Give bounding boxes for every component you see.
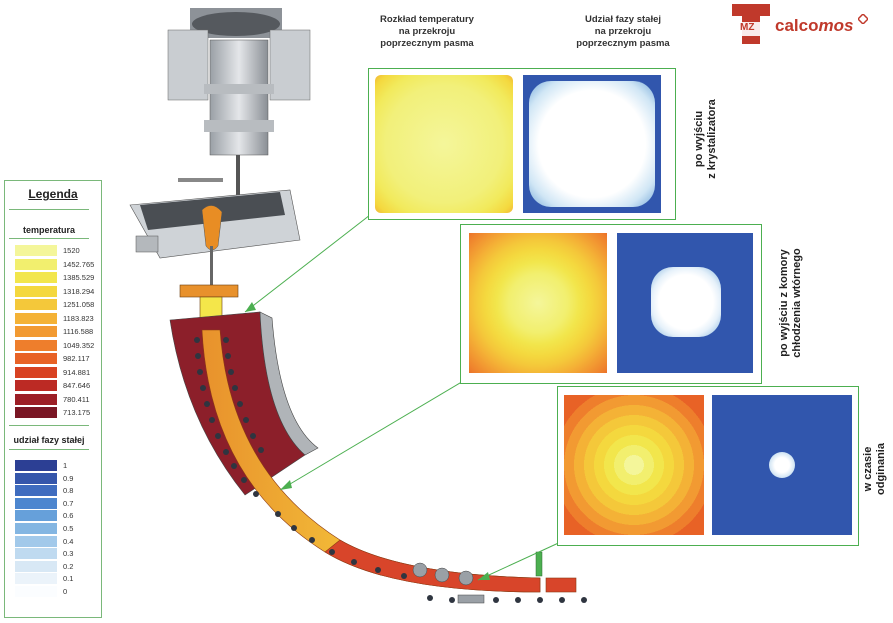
cut-billet-1 bbox=[545, 577, 577, 593]
solid-fraction-value-label: 0.5 bbox=[63, 524, 74, 533]
solid-fraction-value-label: 0.7 bbox=[63, 498, 74, 508]
panel-secondary-cooling-exit bbox=[460, 224, 762, 384]
solid-cross-section-3 bbox=[712, 395, 852, 535]
legend-title: Legenda bbox=[28, 187, 78, 201]
solid-fraction-swatch bbox=[15, 560, 57, 572]
temperature-swatch bbox=[15, 258, 57, 270]
solid-fraction-value-label: 0.4 bbox=[63, 536, 74, 546]
solid-fraction-swatch bbox=[15, 460, 57, 471]
solid-fraction-swatch bbox=[15, 523, 57, 534]
diamond-icon bbox=[858, 14, 868, 24]
solid-fraction-value-label: 0.3 bbox=[63, 549, 74, 559]
temp-cross-section-3 bbox=[564, 395, 704, 535]
temperature-swatch bbox=[15, 339, 57, 351]
temperature-swatch bbox=[15, 366, 57, 378]
temperature-value-label: 982.117 bbox=[63, 354, 90, 363]
temperature-swatch bbox=[15, 299, 57, 310]
calcomos-logo-mark bbox=[732, 4, 770, 44]
calcomos-logo-text: calcomos bbox=[775, 16, 854, 35]
solid-fraction-swatch bbox=[15, 510, 57, 522]
temperature-value-label: 847.646 bbox=[63, 381, 91, 390]
solid-fraction-swatch bbox=[15, 497, 57, 509]
solid-fraction-value-label: 0.6 bbox=[63, 511, 74, 521]
solid-fraction-value-label: 0.9 bbox=[63, 473, 74, 483]
solid-fraction-header: Udział fazy stałej na przekroju poprzecz… bbox=[576, 14, 670, 49]
temp-distribution-header: Rozkład temperatury na przekroju poprzec… bbox=[380, 14, 474, 49]
temperature-swatch bbox=[15, 245, 57, 256]
solid-fraction-value-label: 0.8 bbox=[63, 486, 74, 496]
withdrawal-units bbox=[412, 562, 485, 604]
temperature-swatch bbox=[15, 312, 57, 324]
tundish bbox=[129, 178, 301, 286]
temperature-legend-title: temperatura bbox=[22, 225, 76, 235]
solid-fraction-value-label: 0 bbox=[63, 587, 68, 596]
temperature-value-label: 1049.352 bbox=[63, 340, 95, 350]
temperature-value-label: 713.175 bbox=[63, 408, 91, 417]
temperature-value-label: 1318.294 bbox=[63, 286, 95, 296]
temperature-value-label: 1183.823 bbox=[63, 313, 94, 323]
solid-fraction-swatch bbox=[15, 573, 57, 585]
panel-label-secondary-cooling-exit: po wyjściu z komory chłodzenia wtórnego bbox=[778, 248, 803, 358]
rollers bbox=[194, 337, 587, 603]
solid-fraction-swatch bbox=[15, 586, 57, 597]
temperature-swatch bbox=[15, 353, 57, 364]
solid-fraction-value-label: 0.1 bbox=[63, 574, 74, 584]
solid-fraction-value-label: 0.2 bbox=[63, 561, 74, 571]
panel-mould-exit bbox=[368, 68, 676, 220]
logo-mark-letters: MZ bbox=[740, 22, 755, 33]
temperature-value-label: 1251.058 bbox=[63, 300, 95, 309]
temperature-swatch bbox=[15, 326, 57, 337]
solid-fraction-swatch bbox=[15, 472, 57, 484]
temperature-value-label: 1452.765 bbox=[63, 259, 95, 269]
solid-cross-section-1 bbox=[523, 75, 661, 213]
solid-fraction-swatch bbox=[15, 485, 57, 497]
temperature-swatch bbox=[15, 272, 57, 283]
temperature-swatch bbox=[15, 380, 57, 391]
solid-fraction-swatch bbox=[15, 535, 57, 547]
temperature-value-label: 1520 bbox=[63, 246, 80, 255]
panel-label-unbending: w czasie odginania bbox=[862, 443, 887, 495]
temp-cross-section-1 bbox=[375, 75, 513, 213]
temperature-value-label: 780.411 bbox=[63, 394, 90, 404]
temperature-value-label: 914.881 bbox=[63, 367, 91, 377]
ladle bbox=[167, 8, 311, 205]
panel-label-mould-exit: po wyjściu z krystalizatora bbox=[693, 99, 718, 179]
temperature-value-label: 1385.529 bbox=[63, 273, 95, 282]
temperature-value-label: 1116.588 bbox=[63, 327, 94, 336]
solid-fraction-legend-title: udział fazy stałej bbox=[13, 435, 85, 445]
temperature-swatch bbox=[15, 393, 57, 405]
panel-unbending bbox=[557, 386, 859, 546]
temperature-swatch bbox=[15, 407, 57, 418]
solid-fraction-value-label: 1 bbox=[63, 461, 68, 470]
temp-cross-section-2 bbox=[469, 233, 607, 373]
temperature-swatch bbox=[15, 285, 57, 297]
legend: Legenda temperatura 1520 1452.765 1385.529… bbox=[4, 180, 102, 618]
continuous-casting-machine bbox=[129, 8, 587, 604]
solid-fraction-swatch bbox=[15, 548, 57, 560]
solid-cross-section-2 bbox=[617, 233, 753, 373]
